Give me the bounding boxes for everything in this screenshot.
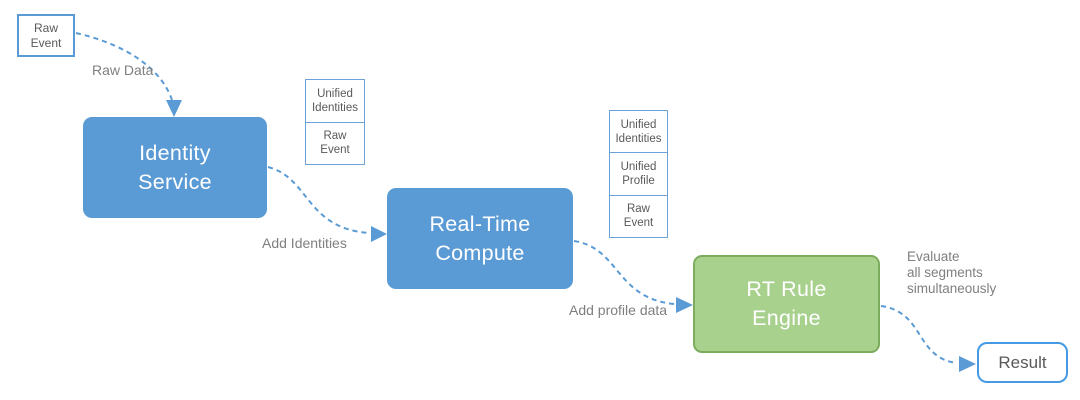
payload-cell-raw-event: Raw Event — [306, 121, 364, 165]
edge-label-add-identities: Add Identities — [262, 235, 347, 251]
edge-label-raw-data: Raw Data — [92, 62, 154, 78]
payload-cell-unified-profile: Unified Profile — [610, 152, 667, 194]
arrowhead-down-icon — [166, 100, 182, 117]
payload-stack-after-compute: Unified Identities Unified Profile Raw E… — [609, 110, 668, 238]
dashed-connector-add-profile-data — [573, 240, 675, 305]
payload-cell-unified-identities: Unified Identities — [311, 87, 359, 114]
dashed-connector-raw-data — [75, 32, 173, 101]
result-node: Result — [977, 342, 1068, 383]
edge-label-evaluate-note: Evaluate all segments simultaneously — [907, 249, 997, 296]
dashed-connector-add-identities — [267, 166, 370, 234]
arrowhead-right-icon — [959, 356, 976, 372]
identity-service-node: Identity Service — [83, 117, 267, 218]
payload-cell-unified-identities: Unified Identities — [615, 118, 662, 145]
raw-event-node: Raw Event — [17, 14, 75, 57]
edge-label-add-profile-data: Add profile data — [569, 302, 668, 318]
arrowhead-right-icon — [371, 226, 387, 242]
payload-cell-raw-event: Raw Event — [610, 194, 667, 237]
arrowhead-right-icon — [676, 297, 693, 313]
dashed-connector-evaluate — [880, 305, 958, 364]
real-time-compute-node: Real-Time Compute — [387, 188, 573, 289]
rt-rule-engine-node: RT Rule Engine — [693, 255, 880, 353]
payload-stack-after-identity: Unified Identities Raw Event — [305, 79, 365, 165]
